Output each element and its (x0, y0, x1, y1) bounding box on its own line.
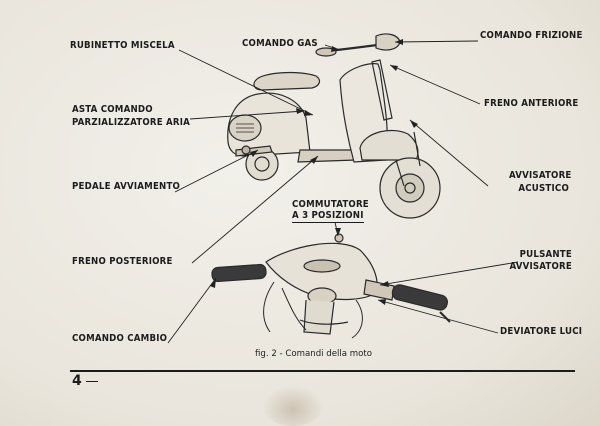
label-avvisatore-acustico-line1: AVVISATORE (509, 170, 572, 181)
label-freno-anteriore: FRENO ANTERIORE (484, 98, 579, 109)
label-comando-gas: COMANDO GAS (242, 38, 318, 49)
label-commutatore-line1: COMMUTATORE (292, 199, 369, 210)
label-rubinetto-miscela: RUBINETTO MISCELA (70, 40, 175, 51)
label-asta-comando-line2: PARZIALIZZATORE ARIA (72, 117, 191, 128)
label-freno-posteriore: FRENO POSTERIORE (72, 256, 173, 267)
label-pulsante-avvisatore-line2: AVVISATORE (509, 261, 572, 272)
label-pedale-avviamento: PEDALE AVVIAMENTO (72, 181, 181, 192)
figure-caption: fig. 2 - Comandi della moto (255, 349, 373, 359)
paper-stain (262, 385, 324, 426)
page-number-dash (86, 381, 98, 383)
label-comando-cambio: COMANDO CAMBIO (72, 333, 168, 344)
label-commutatore-line2: A 3 POSIZIONI (292, 210, 364, 223)
footer-rule (70, 370, 575, 372)
label-avvisatore-acustico-line2: ACUSTICO (518, 183, 569, 194)
label-deviatore-luci: DEVIATORE LUCI (500, 326, 583, 337)
label-asta-comando-line1: ASTA COMANDO (72, 104, 153, 115)
label-comando-frizione: COMANDO FRIZIONE (480, 30, 583, 41)
label-pulsante-avvisatore-line1: PULSANTE (519, 249, 572, 260)
page-number: 4 (72, 373, 82, 389)
